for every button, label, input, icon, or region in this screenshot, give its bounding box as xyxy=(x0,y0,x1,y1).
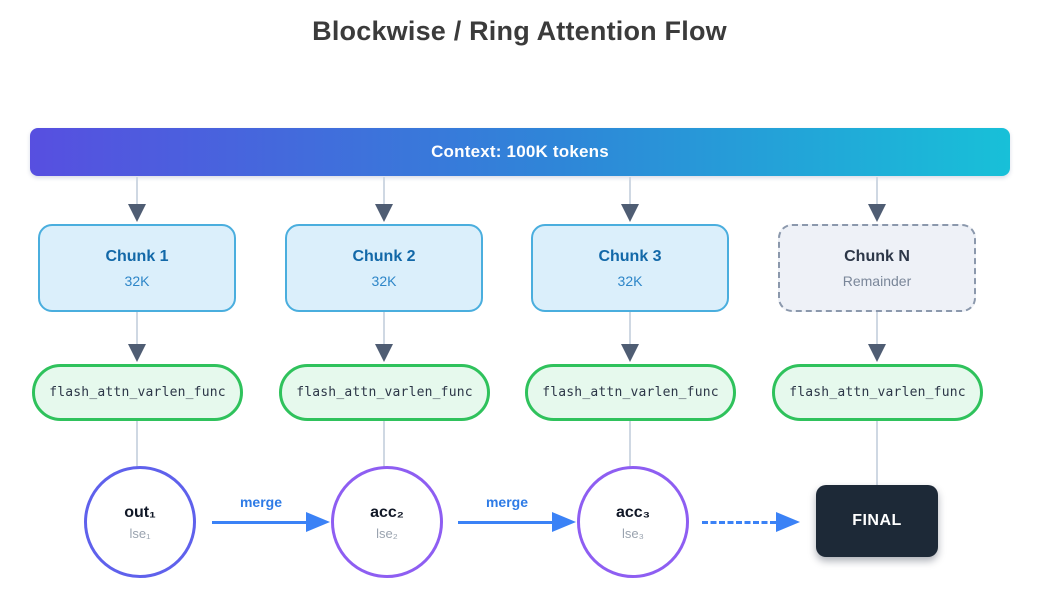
chunk-n-box: Chunk N Remainder xyxy=(778,224,976,312)
down-arrow-icon xyxy=(621,344,639,362)
down-arrow-line xyxy=(383,177,385,205)
down-arrow-line xyxy=(383,312,385,345)
connector-line xyxy=(136,421,138,467)
result-sub: lse₃ xyxy=(622,525,644,541)
chunk-2-box: Chunk 2 32K xyxy=(285,224,483,312)
down-arrow-line xyxy=(136,312,138,345)
down-arrow-line xyxy=(876,312,878,345)
down-arrow-icon xyxy=(868,204,886,222)
context-banner: Context: 100K tokens xyxy=(30,128,1010,176)
down-arrow-icon xyxy=(128,204,146,222)
chunk-n-title: Chunk N xyxy=(844,247,910,265)
down-arrow-icon xyxy=(375,204,393,222)
chunk-2-title: Chunk 2 xyxy=(352,247,416,265)
flash-attn-pill-3: flash_attn_varlen_func xyxy=(525,364,736,421)
result-main: out₁ xyxy=(124,503,156,521)
down-arrow-icon xyxy=(375,344,393,362)
final-box: FINAL xyxy=(816,485,938,557)
merge-label-1: merge xyxy=(239,494,283,510)
result-circle-out1: out₁ lse₁ xyxy=(84,466,196,578)
result-circle-acc3: acc₃ lse₃ xyxy=(577,466,689,578)
down-arrow-icon xyxy=(621,204,639,222)
down-arrow-icon xyxy=(128,344,146,362)
dashed-arrow-head xyxy=(776,512,800,532)
chunk-3-title: Chunk 3 xyxy=(598,247,662,265)
page-title: Blockwise / Ring Attention Flow xyxy=(312,16,727,46)
merge-label-2: merge xyxy=(485,494,529,510)
result-sub: lse₁ xyxy=(129,525,151,541)
down-arrow-line xyxy=(876,177,878,205)
flash-attn-pill-n: flash_attn_varlen_func xyxy=(772,364,983,421)
connector-line xyxy=(383,421,385,467)
result-main: acc₂ xyxy=(370,503,404,521)
final-label: FINAL xyxy=(852,512,902,529)
flash-attn-pill-2: flash_attn_varlen_func xyxy=(279,364,490,421)
merge-arrow-line xyxy=(458,520,552,524)
chunk-2-subtitle: 32K xyxy=(371,272,397,289)
merge-arrow-icon xyxy=(212,511,330,533)
merge-arrow-head xyxy=(306,512,330,532)
flash-attn-label: flash_attn_varlen_func xyxy=(296,385,473,400)
chunk-1-subtitle: 32K xyxy=(124,272,150,289)
result-main: acc₃ xyxy=(615,503,651,521)
flash-attn-pill-1: flash_attn_varlen_func xyxy=(32,364,243,421)
flash-attn-label: flash_attn_varlen_func xyxy=(789,385,966,400)
connector-line xyxy=(876,421,878,485)
flash-attn-label: flash_attn_varlen_func xyxy=(49,385,226,400)
dashed-arrow-line xyxy=(702,520,776,524)
down-arrow-line xyxy=(629,177,631,205)
chunk-1-title: Chunk 1 xyxy=(105,247,169,265)
down-arrow-line xyxy=(629,312,631,345)
chunk-1-box: Chunk 1 32K xyxy=(38,224,236,312)
merge-arrow-line xyxy=(212,520,306,524)
merge-arrow-head xyxy=(552,512,576,532)
result-circle-acc2: acc₂ lse₂ xyxy=(331,466,443,578)
dashed-arrow-icon xyxy=(702,511,800,533)
connector-line xyxy=(629,421,631,467)
down-arrow-line xyxy=(136,177,138,205)
chunk-3-subtitle: 32K xyxy=(617,272,643,289)
context-banner-label: Context: 100K tokens xyxy=(431,142,609,161)
flash-attn-label: flash_attn_varlen_func xyxy=(542,385,719,400)
result-sub: lse₂ xyxy=(376,525,398,541)
chunk-n-subtitle: Remainder xyxy=(842,272,912,289)
down-arrow-icon xyxy=(868,344,886,362)
merge-arrow-icon xyxy=(458,511,576,533)
chunk-3-box: Chunk 3 32K xyxy=(531,224,729,312)
